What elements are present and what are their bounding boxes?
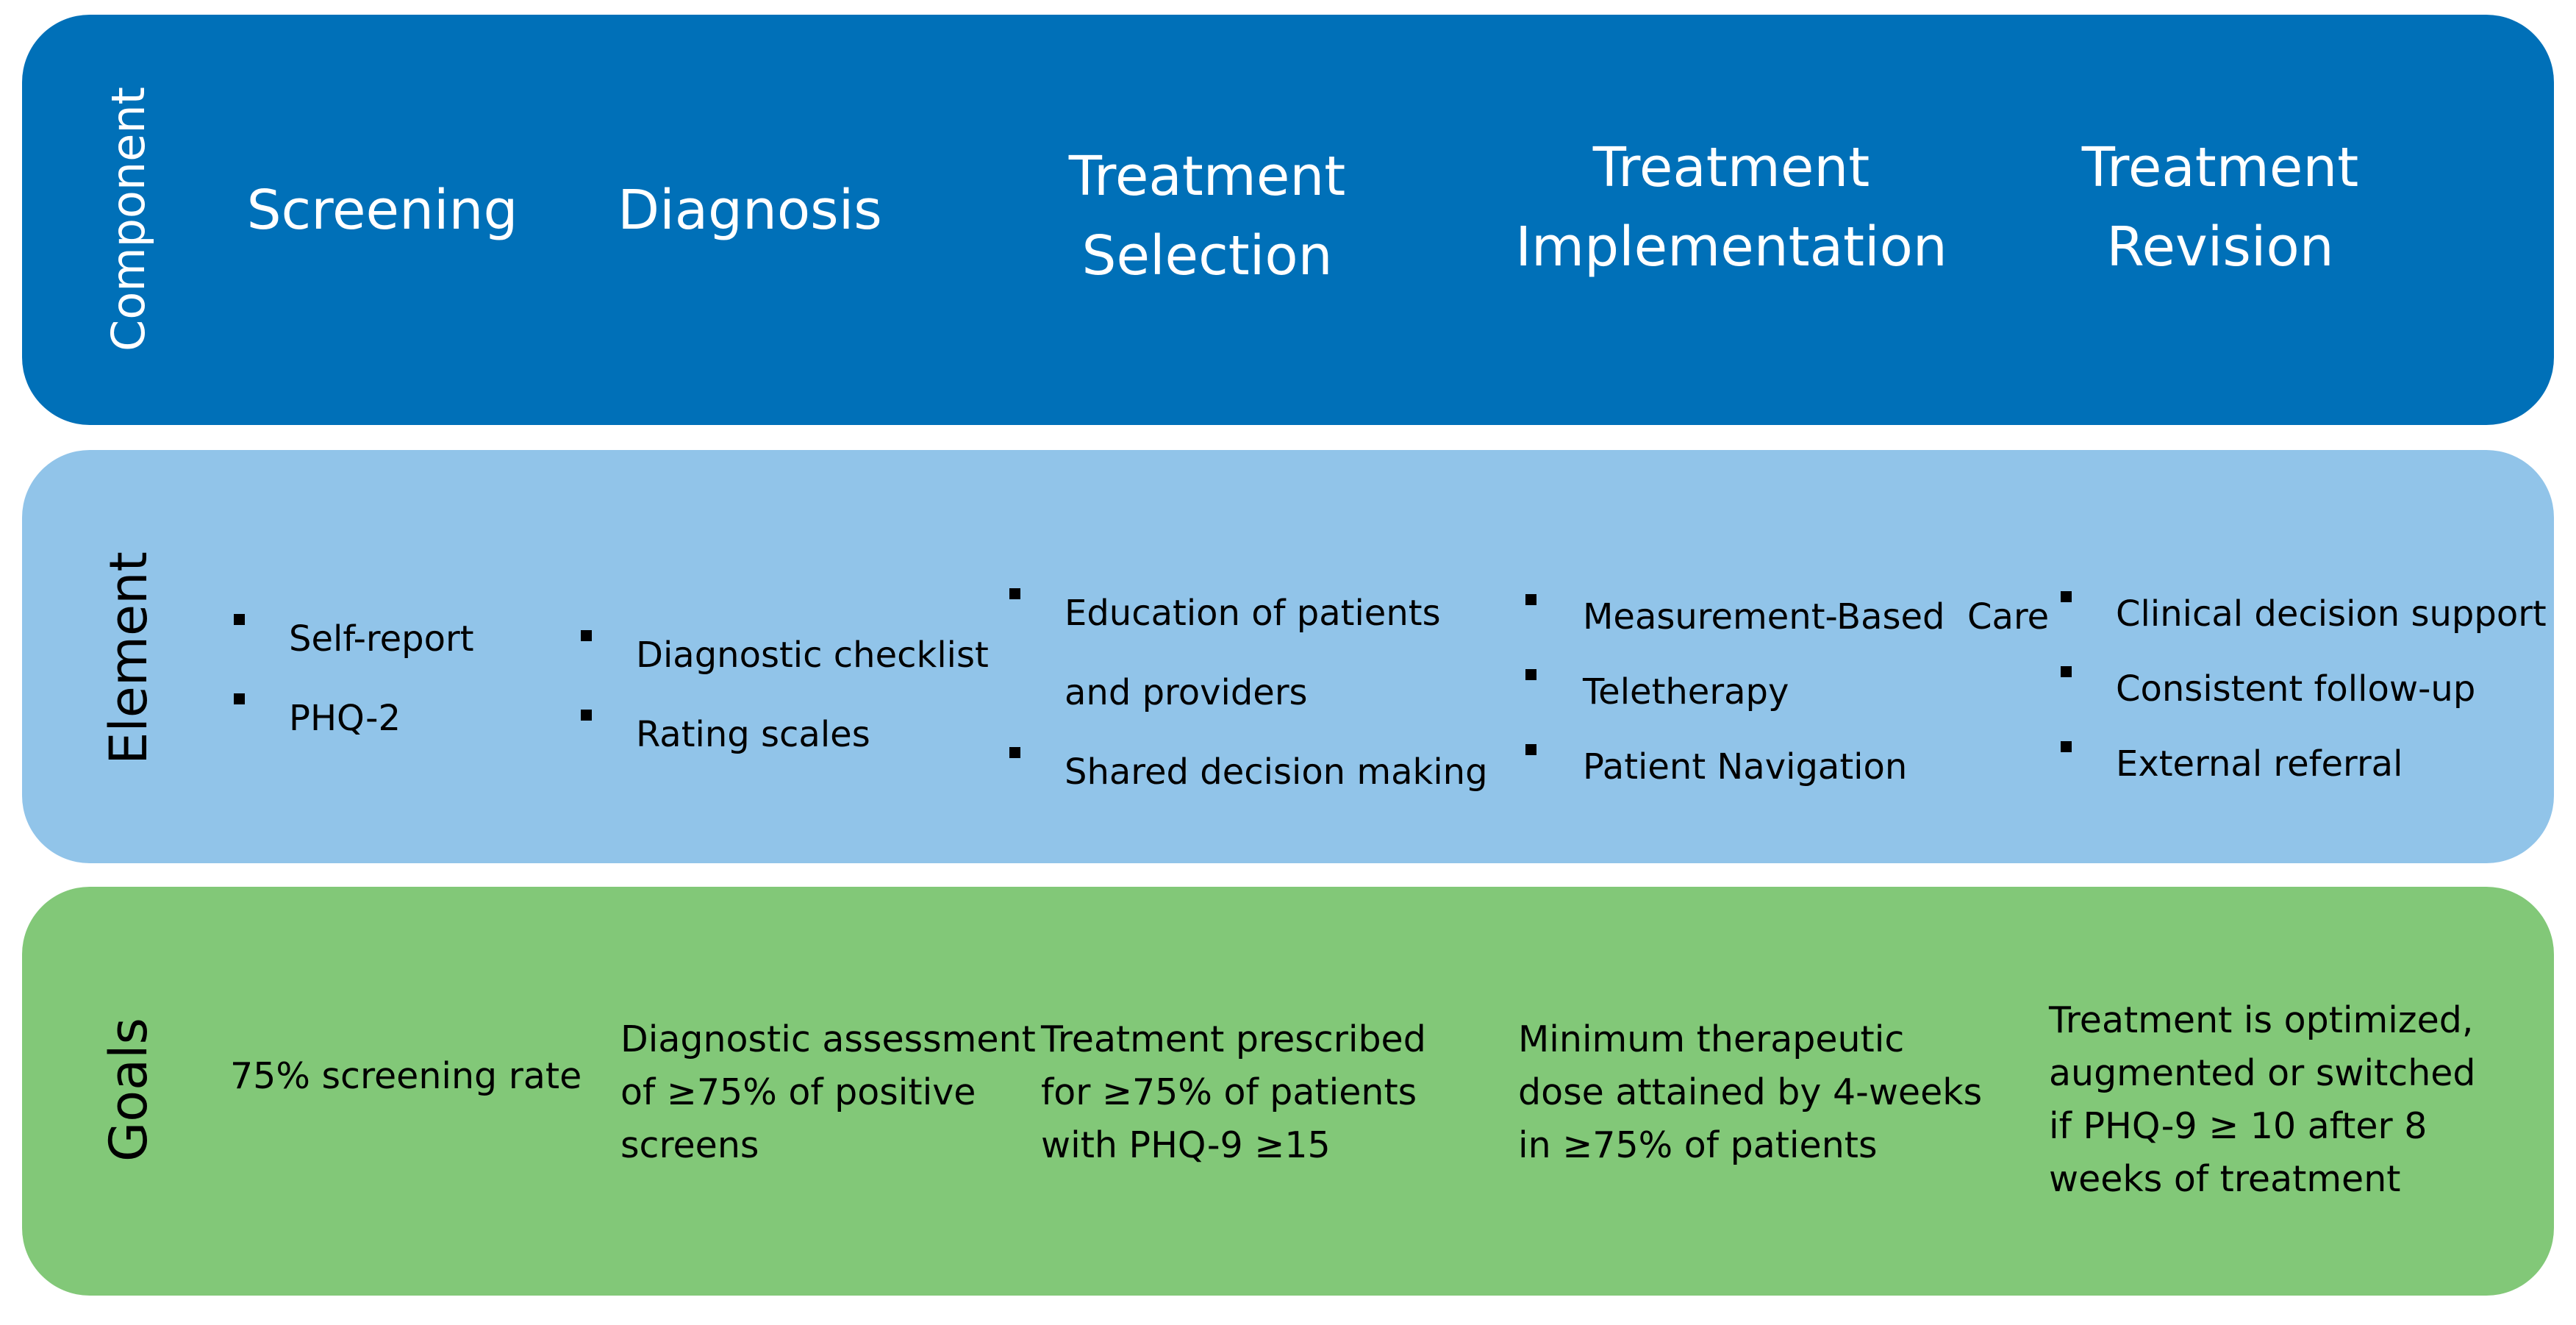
square-bullet-icon xyxy=(234,693,245,705)
element-text-continued: and providers xyxy=(1065,672,1308,713)
element-text: Clinical decision support xyxy=(2116,593,2547,635)
component-heading-screening: Screening xyxy=(247,171,518,250)
goal-line: augmented or switched xyxy=(2049,1052,2476,1094)
element-text: Patient Navigation xyxy=(1583,746,1908,788)
element-text: Consistent follow-up xyxy=(2116,668,2476,710)
element-list-treatment-revision: Clinical decision support Consistent fol… xyxy=(2061,576,2547,801)
square-bullet-icon xyxy=(2061,741,2072,753)
component-band xyxy=(22,15,2554,425)
square-bullet-icon xyxy=(2061,666,2072,678)
goal-line: 75% screening rate xyxy=(230,1055,582,1097)
component-heading-treatment-selection: Treatment Selection xyxy=(1069,137,1346,296)
element-text: Shared decision making xyxy=(1065,751,1488,793)
component-heading-treatment-implementation: Treatment Implementation xyxy=(1515,128,1947,287)
list-item: Rating scales xyxy=(581,695,989,774)
list-item: Measurement-Based Care xyxy=(1525,579,2049,654)
component-heading-line: Treatment xyxy=(1068,145,1346,208)
goal-line: Minimum therapeutic xyxy=(1518,1018,1905,1060)
square-bullet-icon xyxy=(581,630,592,642)
goal-treatment-revision: Treatment is optimized, augmented or swi… xyxy=(2049,994,2476,1206)
goal-line: dose attained by 4-weeks xyxy=(1518,1071,1983,1113)
element-text: Education of patients xyxy=(1065,593,1441,634)
component-heading-line: Diagnosis xyxy=(618,179,882,242)
element-text: Measurement-Based Care xyxy=(1583,596,2050,638)
square-bullet-icon xyxy=(581,710,592,721)
list-item: Clinical decision support xyxy=(2061,576,2547,651)
goal-line: Treatment prescribed xyxy=(1041,1018,1426,1060)
goal-line: if PHQ-9 ≥ 10 after 8 xyxy=(2049,1105,2427,1147)
element-text: PHQ-2 xyxy=(289,698,401,739)
goal-line: in ≥75% of patients xyxy=(1518,1124,1878,1166)
goal-treatment-selection: Treatment prescribed for ≥75% of patient… xyxy=(1041,1013,1426,1172)
element-text: Self-report xyxy=(289,618,474,660)
goal-line: Diagnostic assessment xyxy=(620,1018,1036,1060)
row-label-element: Element xyxy=(99,551,159,765)
goal-diagnosis: Diagnostic assessment of ≥75% of positiv… xyxy=(620,1013,1036,1172)
goal-line: of ≥75% of positive xyxy=(620,1071,976,1113)
element-list-screening: Self-report PHQ-2 xyxy=(234,599,474,758)
element-text: Rating scales xyxy=(636,714,870,755)
component-heading-line: Treatment xyxy=(1592,136,1870,199)
goal-line: for ≥75% of patients xyxy=(1041,1071,1417,1113)
list-item: Diagnostic checklist xyxy=(581,615,989,695)
goal-treatment-implementation: Minimum therapeutic dose attained by 4-w… xyxy=(1518,1013,1982,1172)
square-bullet-icon xyxy=(1525,594,1536,606)
element-list-treatment-implementation: Measurement-Based Care Teletherapy Patie… xyxy=(1525,579,2049,804)
list-item: PHQ-2 xyxy=(234,679,474,758)
list-item: Self-report xyxy=(234,599,474,679)
element-text: External referral xyxy=(2116,743,2403,785)
row-label-component: Component xyxy=(101,87,155,351)
square-bullet-icon xyxy=(1525,744,1536,756)
goal-line: with PHQ-9 ≥15 xyxy=(1041,1124,1331,1166)
goals-band xyxy=(22,887,2554,1296)
goal-line: screens xyxy=(620,1124,759,1166)
element-list-diagnosis: Diagnostic checklist Rating scales xyxy=(581,615,989,774)
square-bullet-icon xyxy=(2061,591,2072,603)
element-band xyxy=(22,450,2554,863)
goal-line: weeks of treatment xyxy=(2049,1158,2401,1200)
element-list-treatment-selection: Education of patients and providers Shar… xyxy=(1009,574,1488,812)
square-bullet-icon xyxy=(234,614,245,626)
list-item: External referral xyxy=(2061,726,2547,801)
component-heading-line: Treatment xyxy=(2081,136,2359,199)
list-item: Patient Navigation xyxy=(1525,729,2049,804)
goal-screening: 75% screening rate xyxy=(230,1050,582,1103)
component-heading-line: Revision xyxy=(2106,215,2334,279)
component-heading-treatment-revision: Treatment Revision xyxy=(2082,128,2359,287)
component-heading-line: Selection xyxy=(1081,224,1333,288)
list-item: Teletherapy xyxy=(1525,654,2049,729)
list-item: Shared decision making xyxy=(1009,732,1488,812)
row-label-goals: Goals xyxy=(99,1018,159,1162)
goal-line: Treatment is optimized, xyxy=(2049,999,2474,1041)
component-heading-line: Screening xyxy=(246,179,518,242)
list-item: Education of patients and providers xyxy=(1009,574,1488,732)
list-item: Consistent follow-up xyxy=(2061,651,2547,726)
square-bullet-icon xyxy=(1525,669,1536,681)
component-heading-diagnosis: Diagnosis xyxy=(618,171,882,250)
element-text: Teletherapy xyxy=(1583,671,1789,712)
square-bullet-icon xyxy=(1009,588,1020,600)
component-heading-line: Implementation xyxy=(1515,215,1947,279)
element-text: Diagnostic checklist xyxy=(636,635,989,676)
square-bullet-icon xyxy=(1009,747,1020,759)
